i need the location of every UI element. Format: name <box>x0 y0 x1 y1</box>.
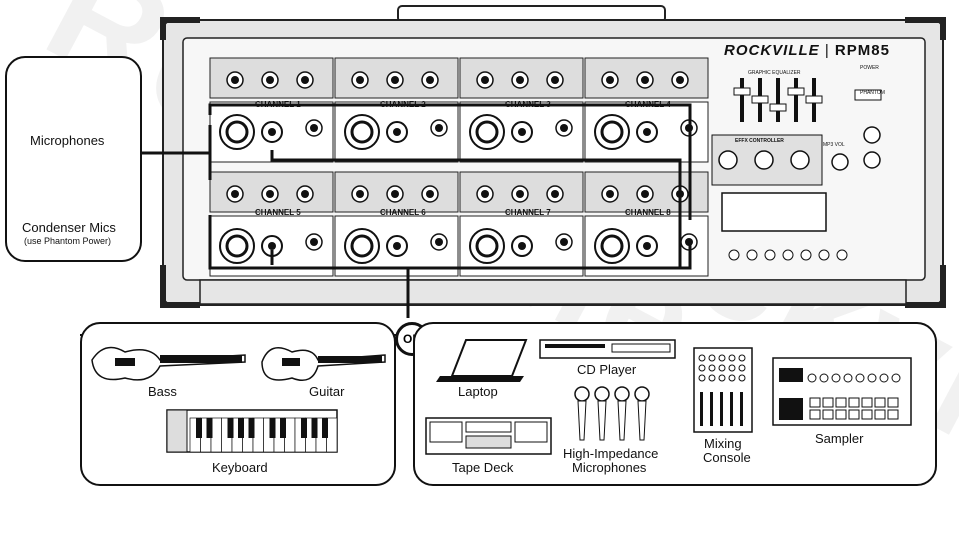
guitar-icon <box>261 347 386 381</box>
sampler-pad <box>861 409 873 420</box>
sampler-pad <box>822 409 834 420</box>
sampler-pad <box>835 397 847 408</box>
keyboard-icon <box>166 409 338 453</box>
hiz-mics-label-line2: Microphones <box>572 460 647 475</box>
media-button[interactable] <box>782 249 794 261</box>
hiz-mics-label-line1: High-Impedance <box>563 446 659 461</box>
guitar-label: Guitar <box>309 384 345 399</box>
channel-label: CHANNEL 7 <box>505 208 551 217</box>
brand-name: ROCKVILLE <box>724 42 820 59</box>
model-name: RPM85 <box>834 42 890 59</box>
phantom-switch[interactable] <box>854 89 882 101</box>
sampler-pad <box>809 397 821 408</box>
sampler-icon <box>772 357 912 426</box>
channel-strip <box>334 171 459 277</box>
tape-deck-label: Tape Deck <box>452 460 514 475</box>
channel-label: CHANNEL 2 <box>380 100 426 109</box>
graphic-eq-label: GRAPHIC EQUALIZER <box>748 70 801 76</box>
bass-label: Bass <box>148 384 177 399</box>
power-label: POWER <box>860 65 879 71</box>
display-screen <box>721 192 827 232</box>
channel-strip <box>584 171 709 277</box>
media-button[interactable] <box>728 249 740 261</box>
sampler-pad <box>887 397 899 408</box>
mixing-console-label-line1: Mixing <box>704 436 742 451</box>
cd-player-label: CD Player <box>577 362 637 377</box>
mixing-console-icon <box>693 347 753 433</box>
instruments-panel <box>80 322 396 486</box>
sampler-pad <box>848 397 860 408</box>
sampler-pad <box>835 409 847 420</box>
media-button[interactable] <box>764 249 776 261</box>
media-button[interactable] <box>836 249 848 261</box>
channel-strip <box>584 57 709 163</box>
laptop-label: Laptop <box>458 384 498 399</box>
keyboard-label: Keyboard <box>212 460 268 475</box>
channel-label: CHANNEL 8 <box>625 208 671 217</box>
sampler-pad <box>874 409 886 420</box>
channel-label: CHANNEL 3 <box>505 100 551 109</box>
eq-slider[interactable] <box>787 87 805 96</box>
phantom-label: PHANTOM <box>860 90 885 96</box>
mp3-vol-label: MP3 VOL <box>823 142 845 148</box>
effx-label: EFFX CONTROLLER <box>735 138 784 144</box>
eq-slider[interactable] <box>733 87 751 96</box>
channel-label: CHANNEL 1 <box>255 100 301 109</box>
sampler-pad <box>861 397 873 408</box>
aux-volume-knob[interactable] <box>863 151 881 169</box>
channel-label: CHANNEL 5 <box>255 208 301 217</box>
channel-strip <box>459 57 584 163</box>
cd-player-icon <box>539 339 676 359</box>
sampler-pad <box>848 409 860 420</box>
eq-slider[interactable] <box>751 95 769 104</box>
sampler-pad <box>822 397 834 408</box>
effx-knob[interactable] <box>790 150 810 170</box>
media-button[interactable] <box>818 249 830 261</box>
channel-label: CHANNEL 6 <box>380 208 426 217</box>
sampler-pad <box>887 409 899 420</box>
bass-icon <box>91 346 246 381</box>
channel-label: CHANNEL 4 <box>625 100 671 109</box>
sampler-pad <box>874 397 886 408</box>
high-impedance-microphones-icon <box>574 386 650 441</box>
channel-strip <box>209 171 334 277</box>
input-sources-mics-panel <box>5 56 142 262</box>
tape-deck-icon <box>425 417 552 455</box>
effx-knob[interactable] <box>718 150 738 170</box>
laptop-icon <box>436 339 528 382</box>
channel-strip <box>459 171 584 277</box>
channel-strip <box>334 57 459 163</box>
media-button[interactable] <box>746 249 758 261</box>
source-devices-illustration <box>91 339 912 455</box>
sampler-label: Sampler <box>815 431 864 446</box>
sampler-pad <box>809 409 821 420</box>
condenser-mics-note: (use Phantom Power) <box>24 236 112 246</box>
condenser-mics-label: Condenser Mics <box>22 220 116 235</box>
media-button[interactable] <box>800 249 812 261</box>
eq-slider[interactable] <box>805 95 823 104</box>
mp3-vol-knob[interactable] <box>831 153 849 171</box>
microphones-label: Microphones <box>30 133 105 148</box>
mixing-console-label-line2: Console <box>703 450 751 465</box>
effx-knob[interactable] <box>754 150 774 170</box>
brand-logo: ROCKVILLE | RPM85 <box>724 42 890 59</box>
main-volume-knob[interactable] <box>863 126 881 144</box>
mixer-illustration <box>20 5 946 336</box>
eq-slider[interactable] <box>769 103 787 112</box>
